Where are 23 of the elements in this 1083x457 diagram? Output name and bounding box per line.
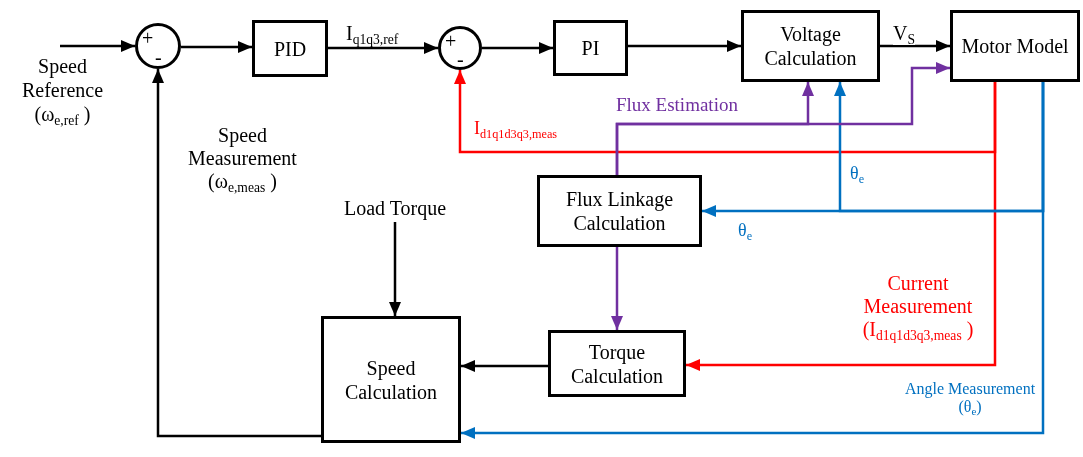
edge-label: θ$_{e}$ (738, 220, 753, 241)
box-label: Motor Model (961, 34, 1069, 58)
process-box (548, 330, 686, 397)
box-label: Flux Linkage Calculation (564, 187, 675, 235)
sign-label: - (457, 49, 464, 69)
label-text: Load Torque (343, 196, 447, 220)
process-box (537, 175, 702, 247)
process-box (321, 316, 461, 443)
box-label: PI (581, 36, 600, 60)
box-label: PID (273, 36, 307, 61)
sign-label: + (445, 31, 457, 51)
process-box (950, 10, 1080, 82)
edge-label: θ$_{e}$ (850, 163, 865, 184)
box-label: Torque Calculation (569, 339, 665, 388)
process-box (741, 10, 880, 82)
label-text: Speed Reference (ω$_{e,ref}$ ) (20, 54, 104, 126)
edge-label: I$_{d1q1d3q3,meas}$ (474, 118, 558, 139)
box-label: Voltage Calculation (763, 22, 858, 70)
sign-label: - (155, 47, 162, 67)
box-label: Speed Calculation (343, 355, 439, 404)
sign-label: + (142, 28, 154, 48)
process-box (553, 20, 628, 76)
process-box (252, 20, 328, 77)
